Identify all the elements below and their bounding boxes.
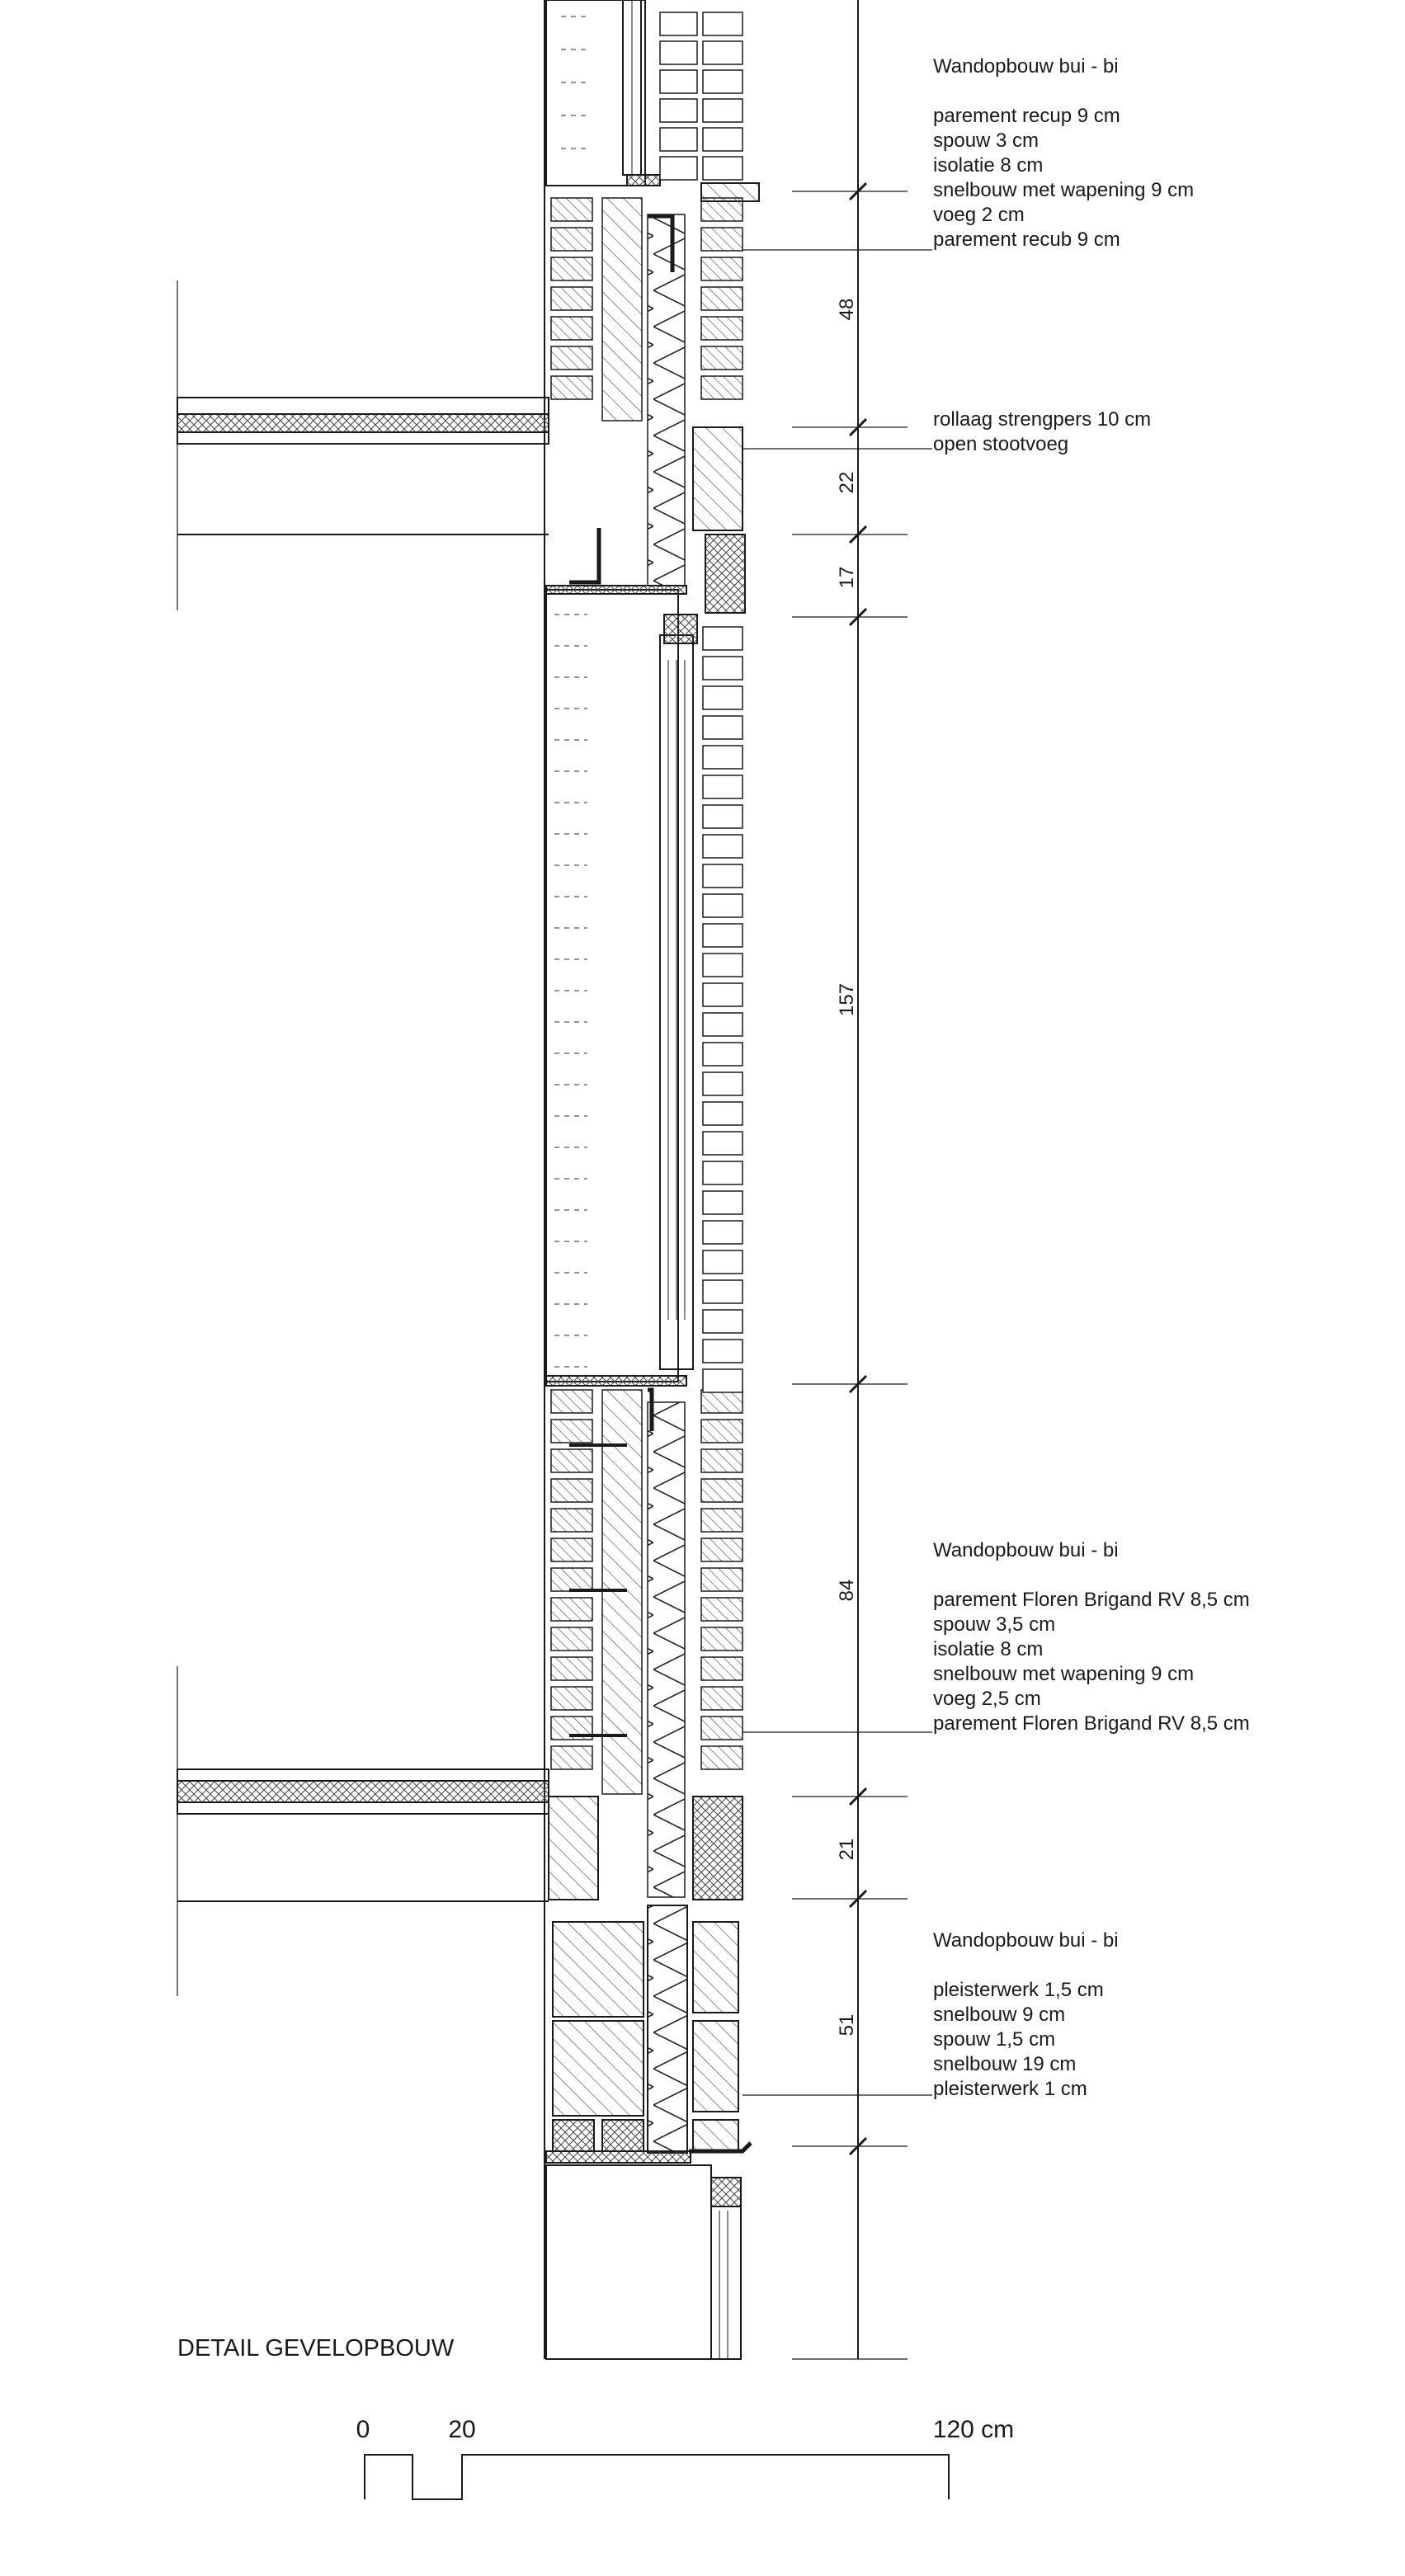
- annotation-line: pleisterwerk 1 cm: [933, 2078, 1087, 2100]
- annotation-line: snelbouw met wapening 9 cm: [933, 1663, 1194, 1685]
- scale-label-120: 120 cm: [933, 2416, 1014, 2443]
- annotation-line: voeg 2 cm: [933, 204, 1025, 226]
- annotation-line: isolatie 8 cm: [933, 1638, 1043, 1660]
- annotation-line: rollaag strengpers 10 cm: [933, 408, 1151, 431]
- annotations: Wandopbouw bui - bi parement recup 9 cm sp…: [933, 55, 1250, 2100]
- annotation-line: snelbouw 19 cm: [933, 2053, 1076, 2075]
- annotation-heading: Wandopbouw bui - bi: [933, 1929, 1119, 1952]
- dimension-84: 84: [836, 1580, 858, 1602]
- drawing-title: DETAIL GEVELOPBOUW: [177, 2335, 455, 2362]
- dimension-22: 22: [836, 472, 858, 494]
- annotation-line: parement Floren Brigand RV 8,5 cm: [933, 1712, 1250, 1735]
- wall-structure: [177, 0, 932, 2360]
- annotation-line: parement recup 9 cm: [933, 105, 1120, 127]
- dimension-157: 157: [836, 983, 858, 1016]
- dimension-48: 48: [836, 299, 858, 321]
- annotation-heading: Wandopbouw bui - bi: [933, 55, 1119, 78]
- dimension-51: 51: [836, 2014, 858, 2037]
- annotation-line: parement recub 9 cm: [933, 228, 1120, 251]
- annotation-line: open stootvoeg: [933, 433, 1068, 455]
- annotation-line: snelbouw 9 cm: [933, 2004, 1065, 2026]
- dimension-17: 17: [836, 567, 858, 589]
- dimension-21: 21: [836, 1839, 858, 1861]
- annotation-line: spouw 1,5 cm: [933, 2028, 1055, 2051]
- annotation-line: snelbouw met wapening 9 cm: [933, 179, 1194, 201]
- scale-label-20: 20: [448, 2416, 475, 2443]
- annotation-line: spouw 3,5 cm: [933, 1613, 1055, 1636]
- annotation-heading: Wandopbouw bui - bi: [933, 1539, 1119, 1561]
- scale-bar: [364, 2454, 950, 2500]
- annotation-line: parement Floren Brigand RV 8,5 cm: [933, 1589, 1250, 1611]
- annotation-line: spouw 3 cm: [933, 130, 1039, 152]
- annotation-line: isolatie 8 cm: [933, 154, 1043, 177]
- scale-label-0: 0: [356, 2416, 370, 2443]
- annotation-line: voeg 2,5 cm: [933, 1688, 1041, 1710]
- annotation-line: pleisterwerk 1,5 cm: [933, 1979, 1104, 2001]
